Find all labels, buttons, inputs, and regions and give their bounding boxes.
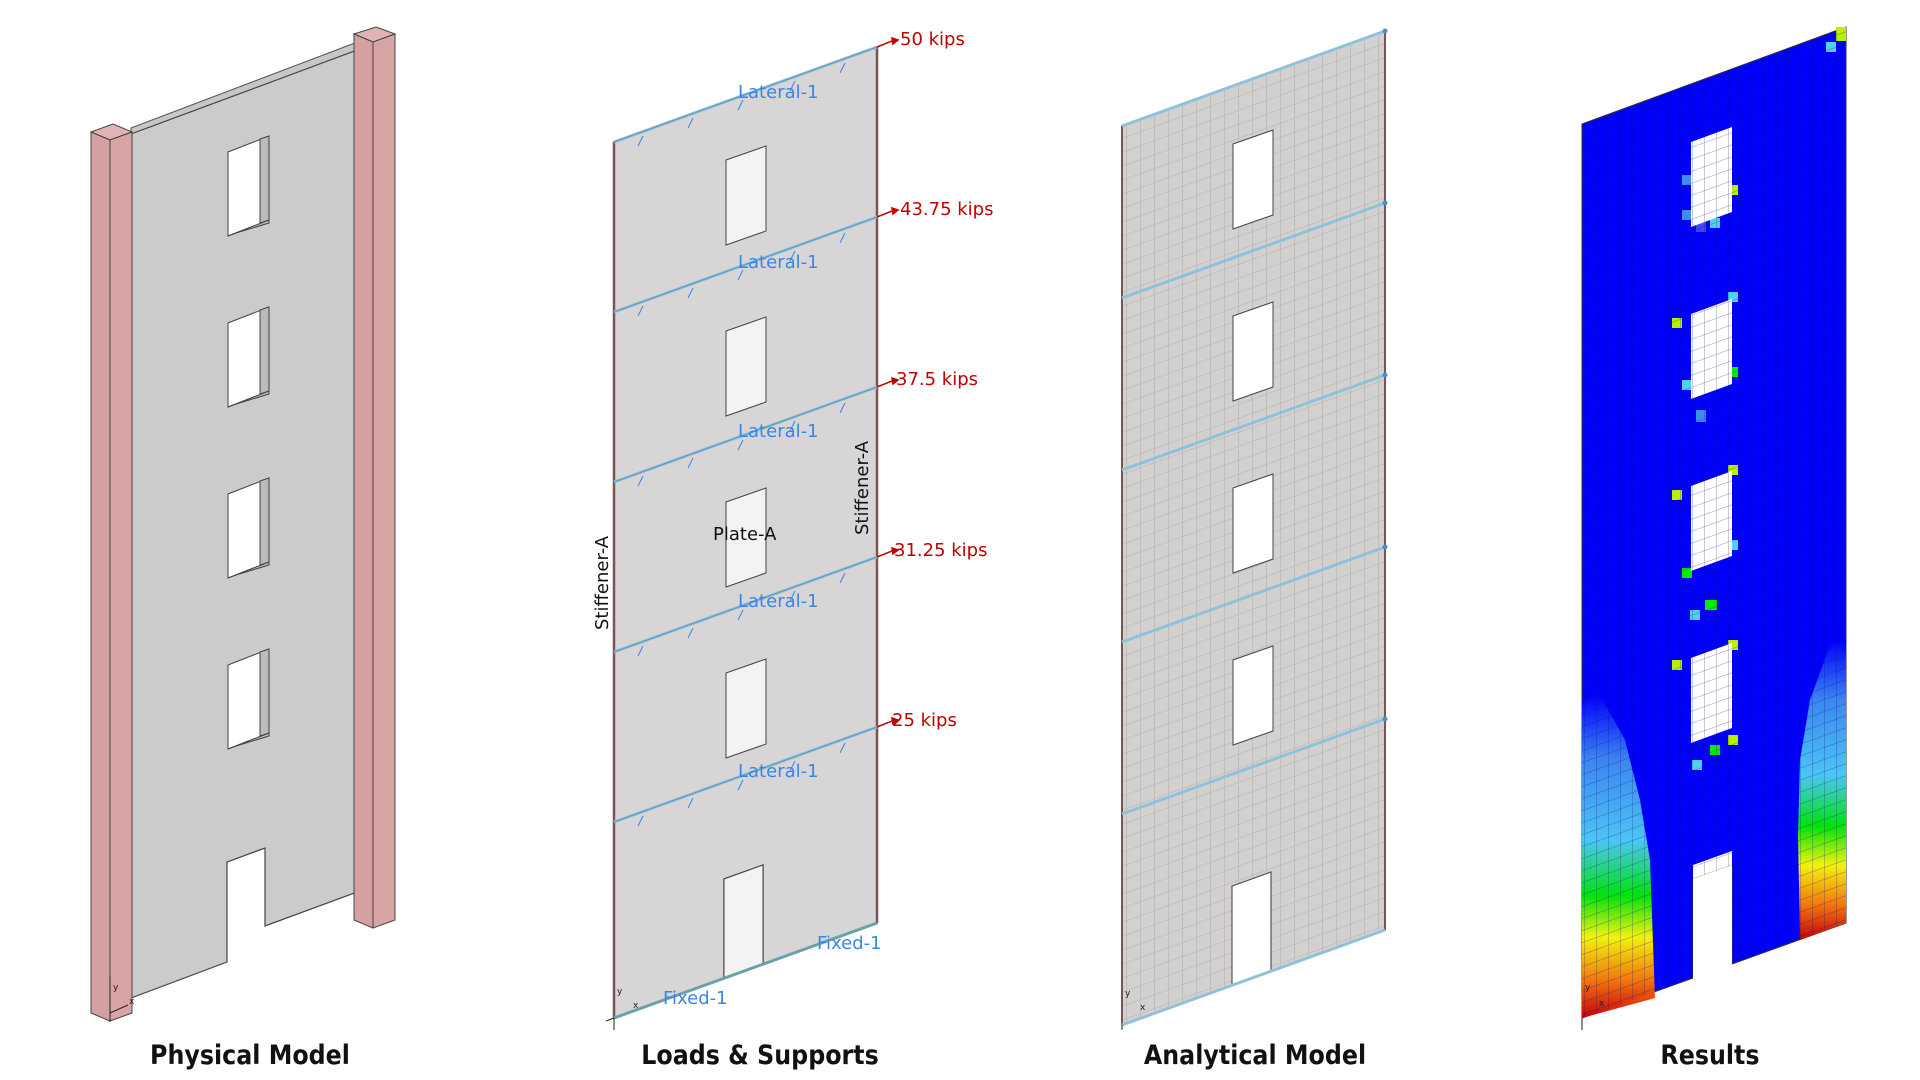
loads-supports-view: y x xyxy=(605,36,900,1030)
physical-model-view: y x xyxy=(89,26,397,1022)
lateral-load-label: Lateral-1 xyxy=(738,761,819,782)
results-panel: y x Results xyxy=(1500,0,1920,1071)
right-column xyxy=(352,26,397,929)
left-column xyxy=(89,123,134,1022)
axis-triad xyxy=(605,1017,615,1030)
point-load-label: 50 kips xyxy=(900,29,965,50)
svg-text:y: y xyxy=(1125,989,1131,999)
point-load-label: 25 kips xyxy=(892,710,957,731)
fixed-support-label: Fixed-1 xyxy=(663,988,728,1009)
point-load-arrows xyxy=(876,36,900,728)
caption-analytical-model: Analytical Model xyxy=(1143,1040,1367,1071)
stiffener-label-left: Stiffener-A xyxy=(592,535,613,630)
physical-model-panel: y x Physical Model xyxy=(0,0,480,1071)
loads-supports-panel: y x 50 kips 43.75 kips 37.5 kips 31.25 k… xyxy=(480,0,1000,1071)
analytical-model-view: y x xyxy=(1121,28,1388,1030)
svg-text:x: x xyxy=(129,997,135,1007)
svg-text:y: y xyxy=(617,987,623,997)
point-load-label: 37.5 kips xyxy=(896,369,979,390)
lateral-load-label: Lateral-1 xyxy=(738,82,819,103)
point-load-label: 31.25 kips xyxy=(894,540,988,561)
lateral-load-label: Lateral-1 xyxy=(738,591,819,612)
fixed-support-label: Fixed-1 xyxy=(817,933,882,954)
analytical-model-panel: y x Analytical Model xyxy=(1000,0,1500,1071)
caption-results: Results xyxy=(1660,1040,1760,1071)
svg-text:y: y xyxy=(1585,983,1591,993)
results-contour-view: y x xyxy=(1581,26,1847,1030)
axis-triad xyxy=(109,975,129,1022)
svg-text:x: x xyxy=(633,1001,639,1011)
svg-text:x: x xyxy=(1140,1003,1146,1013)
caption-physical-model: Physical Model xyxy=(150,1040,350,1071)
caption-loads-supports: Loads & Supports xyxy=(641,1040,879,1071)
plate-label: Plate-A xyxy=(713,524,777,545)
svg-text:x: x xyxy=(1599,999,1605,1009)
point-load-label: 43.75 kips xyxy=(900,199,994,220)
lateral-load-label: Lateral-1 xyxy=(738,421,819,442)
stiffener-label-right: Stiffener-A xyxy=(852,440,873,535)
lateral-load-label: Lateral-1 xyxy=(738,252,819,273)
svg-text:y: y xyxy=(113,983,119,993)
